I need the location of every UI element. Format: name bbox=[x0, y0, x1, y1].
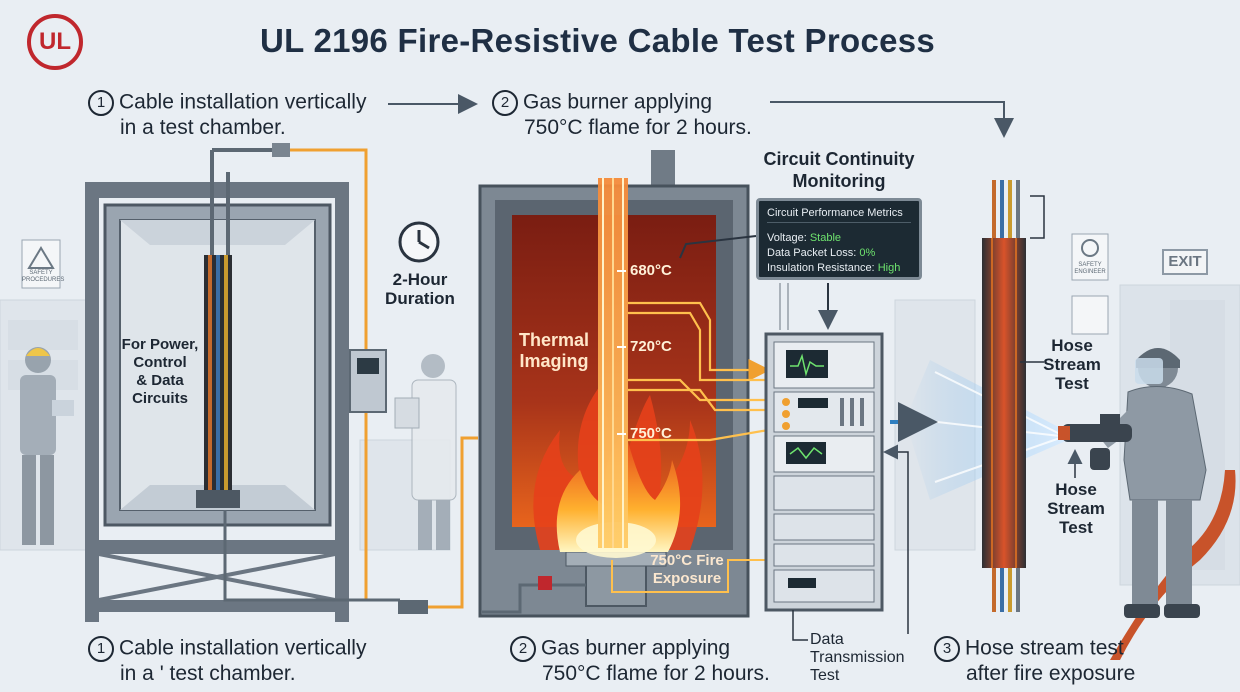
page-title: UL 2196 Fire-Resistive Cable Test Proces… bbox=[260, 22, 936, 59]
hot-cable bbox=[598, 178, 628, 548]
insulation-value: High bbox=[877, 262, 901, 274]
monitoring-rack bbox=[764, 332, 884, 612]
temp-label-750: 750°C bbox=[630, 425, 672, 442]
step-1-top-number: 1 bbox=[88, 90, 114, 116]
data-test-line2: Transmission bbox=[810, 649, 905, 666]
monitoring-label-line1: Circuit Continuity bbox=[763, 149, 915, 169]
step-2-bottom-line2: 750°C flame for 2 hours. bbox=[542, 662, 770, 685]
exit-sign-text: EXIT bbox=[1168, 253, 1202, 270]
step-1-top-line2: in a test chamber. bbox=[120, 116, 286, 139]
rack-feedback-line bbox=[883, 444, 909, 634]
step-2-top-line1: Gas burner applying bbox=[523, 90, 713, 114]
circuits-label-line1: For Power, bbox=[121, 336, 199, 353]
thermocouple-wires bbox=[628, 301, 781, 442]
duration-label-line1: 2-Hour bbox=[392, 270, 448, 289]
technician-left bbox=[20, 347, 74, 545]
panel-row-voltage: Voltage: Stable bbox=[767, 231, 911, 246]
packet-loss-value: 0% bbox=[859, 247, 876, 259]
hose-lower-line1: Hose bbox=[1055, 480, 1097, 499]
technician-middle bbox=[394, 354, 457, 550]
step-2-top-number: 2 bbox=[492, 90, 518, 116]
hose-stream-label-upper: Hose Stream Test bbox=[1040, 336, 1104, 393]
safety-sign-right-line2: ENGINEER bbox=[1074, 269, 1106, 275]
fire-exposure-label: 750°C Fire Exposure bbox=[644, 552, 730, 588]
ul-logo: UL bbox=[27, 14, 83, 70]
voltage-label: Voltage: bbox=[767, 232, 807, 244]
thermal-label-line2: Imaging bbox=[519, 351, 589, 371]
safety-sign-left-line2: PROCEDURES bbox=[22, 277, 65, 283]
panel-row-insulation: Insulation Resistance: High bbox=[767, 261, 911, 276]
monitoring-label-line2: Monitoring bbox=[792, 171, 886, 191]
exit-sign bbox=[1162, 249, 1208, 275]
panel-header: Circuit Performance Metrics bbox=[767, 207, 911, 223]
fire-exposure-line bbox=[611, 559, 780, 593]
temp-label-720: 720°C bbox=[630, 338, 672, 355]
step-2-bottom-line1: Gas burner applying bbox=[541, 636, 731, 660]
insulation-label: Insulation Resistance: bbox=[767, 262, 875, 274]
hose-lower-line3: Test bbox=[1059, 518, 1093, 537]
temp-label-680: 680°C bbox=[630, 262, 672, 279]
hose-stream-label-lower: Hose Stream Test bbox=[1044, 480, 1108, 537]
hose-upper-line1: Hose bbox=[1051, 336, 1093, 355]
thermal-imaging-label: Thermal Imaging bbox=[514, 330, 594, 372]
data-test-line1: Data bbox=[810, 631, 844, 648]
data-test-line3: Test bbox=[810, 667, 840, 684]
hose-test-cable bbox=[982, 180, 1045, 612]
fire-exposure-line1: 750°C Fire bbox=[650, 552, 724, 569]
step-1-bottom-line1: Cable installation vertically bbox=[119, 636, 367, 660]
step-1-bottom-number: 1 bbox=[88, 636, 114, 662]
circuit-metrics-panel: Circuit Performance Metrics Voltage: Sta… bbox=[756, 198, 922, 280]
vertical-test-chamber bbox=[85, 143, 478, 622]
step-1-top-line1: Cable installation vertically bbox=[119, 90, 367, 114]
step-3-bottom-line1: Hose stream test bbox=[965, 636, 1124, 660]
duration-label: 2-Hour Duration bbox=[380, 270, 460, 308]
step-3-bottom-number: 3 bbox=[934, 636, 960, 662]
circuits-label-line3: & Data bbox=[136, 372, 184, 389]
safety-icon bbox=[1081, 239, 1099, 257]
duration-label-line2: Duration bbox=[385, 289, 455, 308]
ul-logo-text: UL bbox=[39, 28, 71, 55]
warning-icon bbox=[27, 246, 55, 269]
step-3-bottom-line2: after fire exposure bbox=[966, 662, 1136, 685]
flow-arrow-2 bbox=[770, 101, 1014, 138]
hose-upper-line3: Test bbox=[1055, 374, 1089, 393]
fire-exposure-line2: Exposure bbox=[652, 570, 722, 587]
data-test-pointer bbox=[792, 610, 808, 641]
safety-sign-left-line1: SAFETY bbox=[29, 270, 53, 276]
panel-pointer bbox=[679, 235, 757, 259]
safety-sign-right-2 bbox=[1071, 295, 1109, 335]
step-2-bottom-number: 2 bbox=[510, 636, 536, 662]
voltage-value: Stable bbox=[809, 232, 842, 244]
firefighter bbox=[1058, 348, 1236, 660]
thermal-label-line1: Thermal bbox=[518, 330, 590, 350]
panel-row-packet-loss: Data Packet Loss: 0% bbox=[767, 246, 911, 261]
monitoring-label: Circuit Continuity Monitoring bbox=[744, 148, 934, 192]
circuits-label: For Power, Control & Data Circuits bbox=[118, 336, 202, 408]
safety-sign-right-text: SAFETY ENGINEER bbox=[1072, 262, 1108, 276]
data-transmission-label: Data Transmission Test bbox=[810, 631, 920, 685]
hose-lower-line2: Stream bbox=[1047, 499, 1105, 518]
hose-upper-line2: Stream bbox=[1043, 355, 1101, 374]
circuits-label-line4: Circuits bbox=[132, 390, 188, 407]
safety-sign-right-line1: SAFETY bbox=[1078, 262, 1102, 268]
circuits-label-line2: Control bbox=[133, 354, 187, 371]
step-2-top-line2: 750°C flame for 2 hours. bbox=[524, 116, 752, 139]
step-1-bottom-line2: in a ' test chamber. bbox=[120, 662, 296, 685]
clock-icon bbox=[398, 221, 440, 263]
packet-loss-label: Data Packet Loss: bbox=[767, 247, 857, 259]
safety-sign-left-text: SAFETY PROCEDURES bbox=[22, 270, 65, 284]
